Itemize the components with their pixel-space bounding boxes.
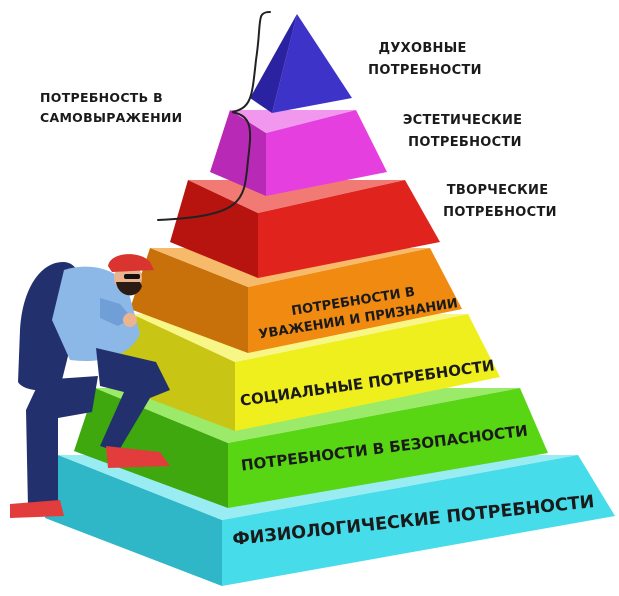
level-spiritual: [250, 14, 352, 113]
level-creative: [170, 180, 440, 278]
level-aesthetic: [210, 110, 387, 196]
side-label-creative: ТВОРЧЕСКИЕ ПОТРЕБНОСТИ: [443, 183, 557, 220]
pyramid: ФИЗИОЛОГИЧЕСКИЕ ПОТРЕБНОСТИ ПОТРЕБНОСТИ …: [45, 14, 615, 586]
hiker-climbing-icon: [10, 254, 170, 518]
side-label-aesthetic: ЭСТЕТИЧЕСКИЕ ПОТРЕБНОСТИ: [403, 113, 527, 150]
bracket-label: ПОТРЕБНОСТЬ В САМОВЫРАЖЕНИИ: [40, 90, 182, 125]
self-actualization-bracket: ПОТРЕБНОСТЬ В САМОВЫРАЖЕНИИ: [40, 11, 271, 221]
side-label-spiritual: ДУХОВНЫЕ ПОТРЕБНОСТИ: [368, 41, 482, 78]
